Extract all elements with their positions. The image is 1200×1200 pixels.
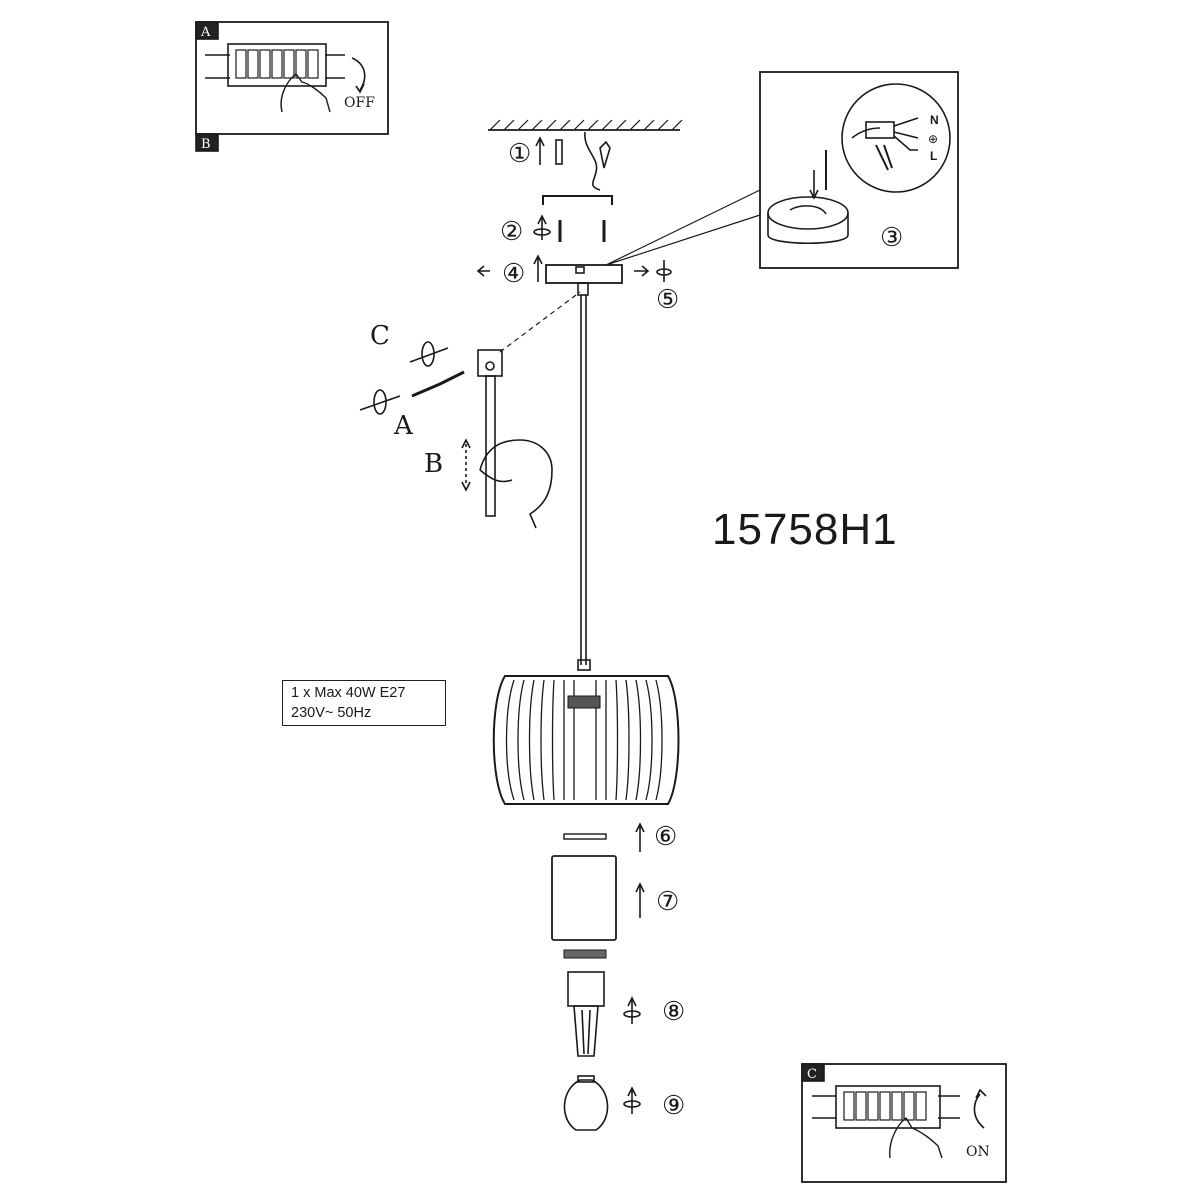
step-6-label: ⑥ — [654, 822, 677, 852]
canopy — [476, 254, 672, 665]
spec-wattage: 1 x Max 40W E27 — [291, 685, 406, 701]
step-c-label: C — [370, 321, 390, 351]
panel-tag-b: B — [201, 137, 211, 152]
panel-tag-a: A — [200, 25, 211, 40]
caption-off: OFF — [344, 95, 375, 111]
wiring-detail-panel — [759, 71, 959, 269]
step-4-label: ④ — [502, 259, 525, 289]
step-7-label: ⑦ — [656, 887, 679, 917]
pendant-shade — [492, 659, 680, 805]
wire-n-label: N — [930, 113, 939, 127]
spec-box: 1 x Max 40W E27 230V~ 50Hz — [282, 680, 446, 726]
lower-parts — [551, 822, 645, 1131]
step-3-label: ③ — [880, 223, 903, 253]
mounting-bracket — [533, 195, 613, 242]
step-a-label: A — [393, 411, 414, 441]
step-1-label: ① — [508, 139, 531, 169]
step-b-label: B — [424, 449, 443, 479]
model-number: 15758H1 — [712, 505, 898, 554]
caption-on: ON — [966, 1144, 990, 1160]
step-2-label: ② — [500, 217, 523, 247]
step-9-label: ⑨ — [662, 1091, 685, 1121]
step-8-label: ⑧ — [662, 997, 685, 1027]
wire-earth-label: ⊕ — [928, 132, 938, 146]
breaker-off-panel — [195, 21, 389, 152]
wire-l-label: L — [930, 149, 937, 163]
step-5-label: ⑤ — [656, 285, 679, 315]
height-adjust-detail — [359, 291, 581, 529]
breaker-on-panel — [801, 1063, 1007, 1183]
spec-voltage: 230V~ 50Hz — [291, 705, 372, 721]
ceiling — [488, 119, 683, 191]
panel-tag-c: C — [807, 1067, 817, 1082]
